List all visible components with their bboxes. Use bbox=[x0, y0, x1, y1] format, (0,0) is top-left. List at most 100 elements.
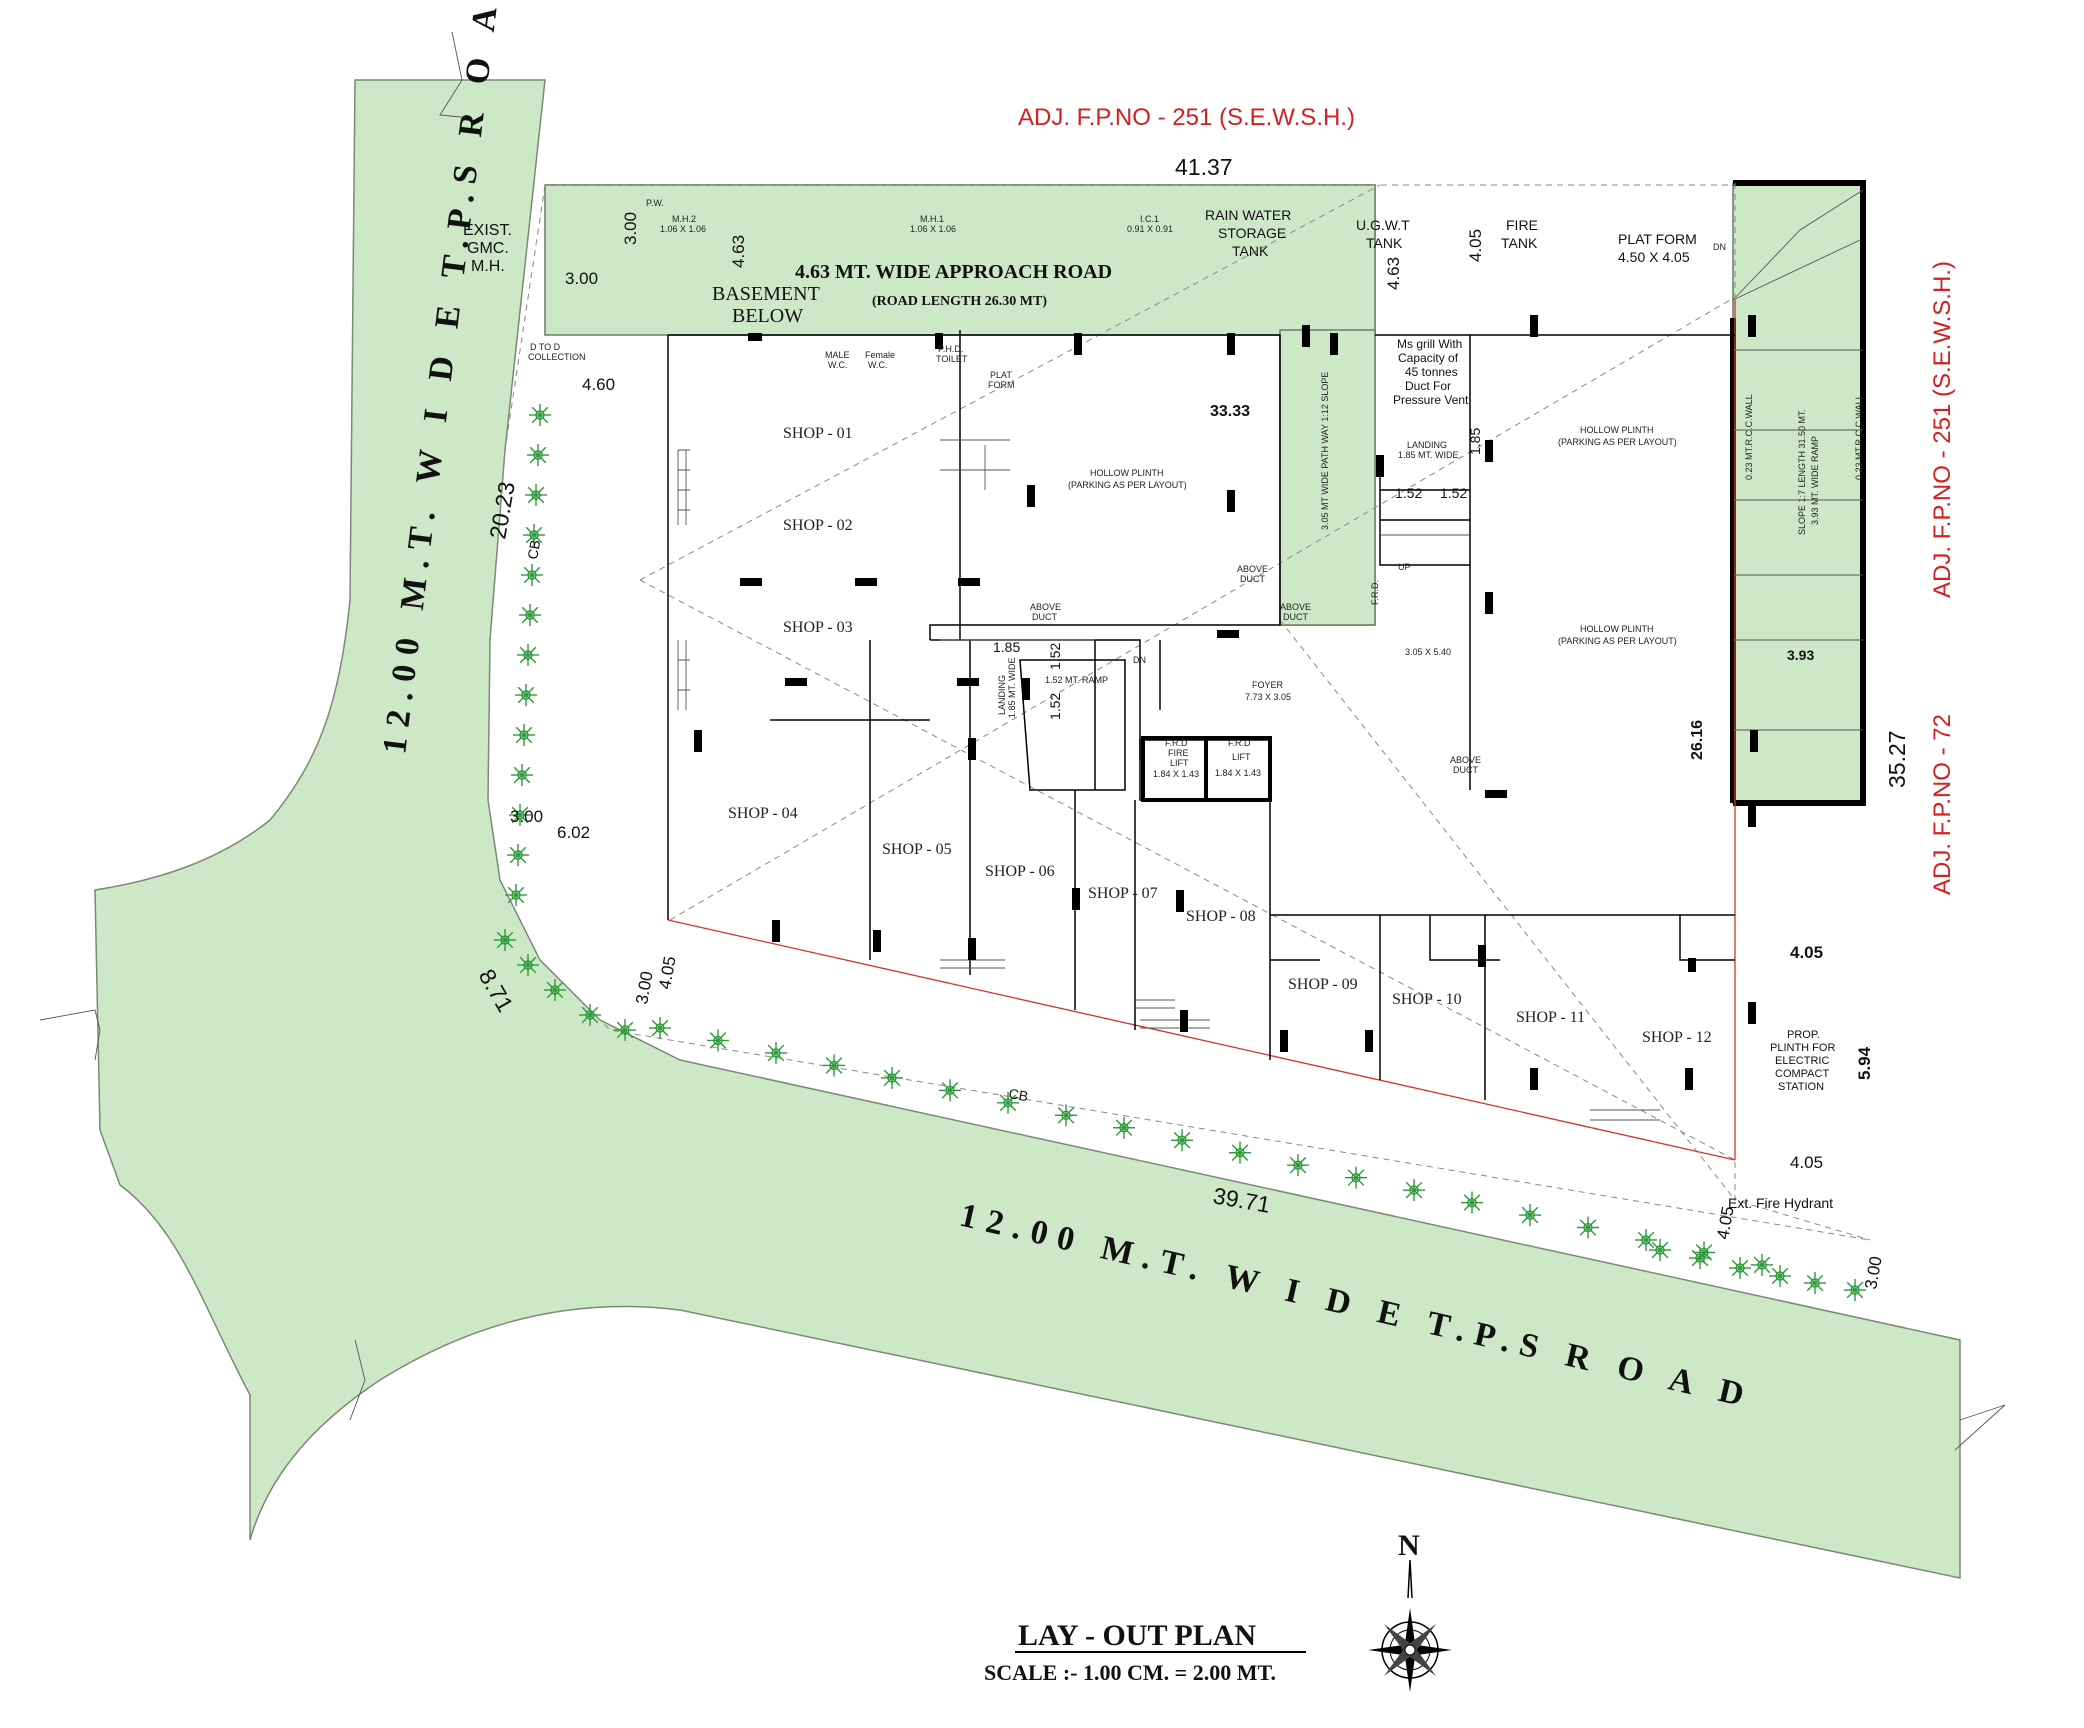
dimension-inner-2616: 26.16 bbox=[1689, 720, 1706, 760]
column-mark bbox=[1485, 790, 1507, 798]
column-mark bbox=[1330, 333, 1338, 355]
svg-text:I.C.1: I.C.1 bbox=[1140, 214, 1159, 224]
column-mark bbox=[772, 920, 780, 942]
shop-label: SHOP - 07 bbox=[1088, 885, 1158, 902]
dimension-margin-405-a: 4.05 bbox=[655, 955, 679, 991]
svg-text:FIRE: FIRE bbox=[1168, 748, 1189, 758]
plat-form-small-label: PLAT FORM bbox=[988, 370, 1015, 390]
road-break-left bbox=[39, 1009, 101, 1061]
svg-text:Ms grill With: Ms grill With bbox=[1397, 337, 1462, 351]
up-label: UP bbox=[1398, 562, 1411, 572]
column-mark bbox=[1280, 1030, 1288, 1052]
pathway-label: 3.05 MT WIDE PATH WAY 1:12 SLOPE bbox=[1320, 372, 1330, 530]
hollow-plinth-2-label: HOLLOW PLINTH (PARKING AS PER LAYOUT) bbox=[1558, 425, 1677, 447]
svg-text:BASEMENT: BASEMENT bbox=[712, 283, 820, 305]
inspection-chamber-label: I.C.1 0.91 X 0.91 bbox=[1127, 214, 1173, 234]
svg-text:GMC.: GMC. bbox=[467, 240, 509, 257]
svg-text:7.73 X 3.05: 7.73 X 3.05 bbox=[1245, 692, 1291, 702]
svg-text:FORM: FORM bbox=[988, 380, 1015, 390]
landing-b-label: LANDING 1.85 MT. WIDE bbox=[997, 657, 1017, 718]
tree-icon bbox=[1577, 1216, 1599, 1239]
svg-text:TANK: TANK bbox=[1501, 235, 1538, 251]
column-mark bbox=[1688, 958, 1696, 972]
above-duct-b-label: ABOVE DUCT bbox=[1237, 564, 1268, 584]
cb-a-label: CB bbox=[524, 539, 543, 561]
tree-icon bbox=[1649, 1239, 1671, 1261]
basement-label: BASEMENT BELOW bbox=[712, 283, 820, 327]
approach-road-label: 4.63 MT. WIDE APPROACH ROAD bbox=[795, 261, 1112, 283]
dn-a-label: DN bbox=[1133, 655, 1146, 665]
hollow-plinth-1-label: HOLLOW PLINTH (PARKING AS PER LAYOUT) bbox=[1068, 468, 1187, 490]
tree-icon bbox=[823, 1054, 845, 1077]
column-mark bbox=[1748, 315, 1756, 337]
plan-scale: SCALE :- 1.00 CM. = 2.00 MT. bbox=[984, 1660, 1276, 1685]
tree-icon bbox=[529, 404, 551, 426]
column-mark bbox=[1180, 1010, 1188, 1032]
rcc-wall-b-label: 0.23 MT.R.C.C.WALL bbox=[1854, 394, 1864, 480]
column-mark bbox=[855, 578, 877, 586]
dimension-stair-152-d: 1.52 bbox=[1047, 693, 1063, 720]
column-mark bbox=[1027, 485, 1035, 507]
tree-icon bbox=[1689, 1247, 1711, 1269]
tree-icon bbox=[579, 1004, 601, 1026]
tree-icon bbox=[1403, 1179, 1425, 1202]
tree-icon bbox=[1229, 1141, 1251, 1164]
svg-text:PLINTH FOR: PLINTH FOR bbox=[1770, 1042, 1835, 1054]
tree-icon bbox=[517, 954, 539, 976]
shop-label: SHOP - 02 bbox=[783, 517, 853, 534]
svg-text:ELECTRIC: ELECTRIC bbox=[1775, 1055, 1829, 1067]
svg-text:PROP.: PROP. bbox=[1787, 1029, 1820, 1041]
svg-text:Capacity of: Capacity of bbox=[1398, 351, 1459, 365]
svg-text:EXIST.: EXIST. bbox=[463, 222, 512, 239]
shop-labels: SHOP - 01 SHOP - 02 SHOP - 03 SHOP - 04 … bbox=[728, 425, 1712, 1046]
dimension-stair-185-b: 1.85 bbox=[993, 639, 1020, 655]
tree-icon bbox=[494, 929, 516, 951]
svg-text:W.C.: W.C. bbox=[868, 360, 888, 370]
column-mark bbox=[1022, 678, 1030, 700]
column-mark bbox=[1530, 1068, 1538, 1090]
tree-icon bbox=[1519, 1204, 1541, 1227]
column-mark bbox=[1074, 333, 1082, 355]
foyer-label: FOYER 7.73 X 3.05 bbox=[1245, 680, 1291, 702]
shop-label: SHOP - 10 bbox=[1392, 991, 1462, 1008]
column-mark bbox=[1750, 730, 1758, 752]
adjacent-right-upper-label: ADJ. F.P.NO - 251 (S.E.W.S.H.) bbox=[1929, 261, 1956, 598]
above-duct-d-label: ABOVE DUCT bbox=[1450, 755, 1481, 775]
svg-text:P.H.D.: P.H.D. bbox=[938, 344, 963, 354]
column-mark bbox=[1176, 890, 1184, 912]
road-break-right bbox=[1954, 1404, 2006, 1451]
svg-text:F.R.D: F.R.D bbox=[1165, 738, 1188, 748]
above-duct-a-label: ABOVE DUCT bbox=[1030, 602, 1061, 622]
fire-lift-label: F.R.D FIRE LIFT 1.84 X 1.43 bbox=[1153, 738, 1199, 779]
dimension-right-side: 35.27 bbox=[1884, 730, 1910, 788]
dimension-margin-460: 4.60 bbox=[582, 375, 615, 394]
tree-icon bbox=[1804, 1272, 1826, 1294]
plot-boundary bbox=[487, 183, 1871, 1241]
cb-b-label: CB bbox=[1007, 1085, 1029, 1104]
tree-icon bbox=[1113, 1116, 1135, 1139]
dimension-top: 41.37 bbox=[1175, 154, 1233, 180]
svg-text:HOLLOW PLINTH: HOLLOW PLINTH bbox=[1090, 468, 1164, 478]
column-mark bbox=[935, 333, 943, 349]
svg-text:PLAT FORM: PLAT FORM bbox=[1618, 231, 1697, 247]
svg-text:PLAT: PLAT bbox=[990, 370, 1012, 380]
approach-road bbox=[544, 184, 1376, 626]
svg-text:TANK: TANK bbox=[1366, 235, 1403, 251]
dimension-left-margin-a: 3.00 bbox=[565, 269, 598, 288]
manhole-1-label: M.H.1 1.06 X 1.06 bbox=[910, 214, 956, 234]
exist-manhole-label: EXIST. GMC. M.H. bbox=[463, 222, 512, 275]
svg-text:HOLLOW PLINTH: HOLLOW PLINTH bbox=[1580, 624, 1654, 634]
column-mark bbox=[1530, 315, 1538, 337]
svg-text:STORAGE: STORAGE bbox=[1218, 225, 1286, 241]
tree-icon bbox=[1461, 1191, 1483, 1214]
female-wc-label: Female W.C. bbox=[865, 350, 895, 370]
svg-text:DUCT: DUCT bbox=[1283, 612, 1308, 622]
svg-text:DUCT: DUCT bbox=[1240, 574, 1265, 584]
tree-icon bbox=[505, 884, 527, 906]
hollow-plinth-3-label: HOLLOW PLINTH (PARKING AS PER LAYOUT) bbox=[1558, 624, 1677, 646]
svg-text:FOYER: FOYER bbox=[1252, 680, 1284, 690]
svg-text:Female: Female bbox=[865, 350, 895, 360]
column-mark bbox=[1748, 805, 1756, 827]
plan-title: LAY - OUT PLAN bbox=[1018, 1619, 1256, 1652]
svg-text:LANDING: LANDING bbox=[1407, 440, 1447, 450]
